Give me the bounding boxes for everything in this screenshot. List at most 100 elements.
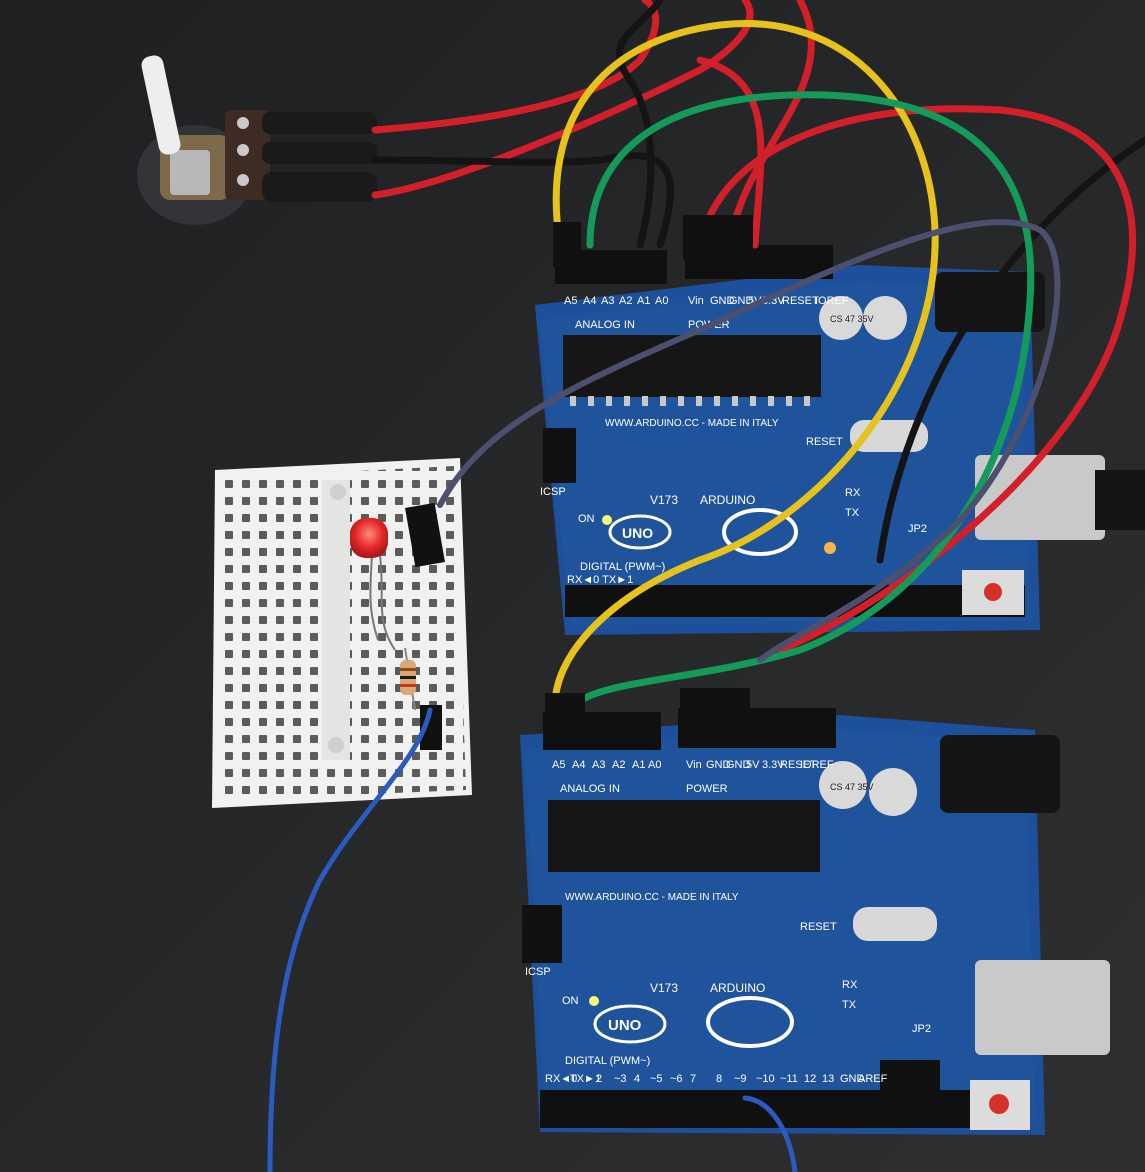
pin-label: GND — [840, 1073, 865, 1085]
usb-port — [975, 960, 1110, 1055]
analog-pin-labels: A5 A4 A3 A2 A1 A0 — [552, 759, 661, 771]
tx-led-label: TX — [842, 999, 857, 1011]
power-jack — [935, 272, 1045, 332]
green-wire — [571, 91, 1035, 709]
resistor — [400, 647, 416, 711]
red-wire — [371, 0, 660, 134]
capacitor — [869, 768, 917, 816]
red-led — [350, 518, 396, 651]
pin-label: 4 — [634, 1073, 640, 1085]
version-text: V173 — [650, 493, 678, 507]
black-wire — [371, 152, 674, 249]
on-led — [589, 996, 599, 1006]
black-wire — [615, 0, 664, 249]
pin-label: AREF — [858, 1073, 888, 1085]
jp2-label: JP2 — [908, 523, 927, 535]
wires — [267, 0, 1145, 1172]
pin-label: A3 — [592, 759, 605, 771]
pin-label: Vin — [688, 295, 704, 307]
red-wire — [696, 105, 1137, 654]
dupont-plug — [683, 215, 753, 260]
pin-label: GND — [726, 759, 751, 771]
pin-label: GND — [729, 295, 754, 307]
mini-breadboard — [212, 458, 472, 808]
pin-label: GND — [706, 759, 731, 771]
digital-pin-labels: RX◄0 TX►1 2 ~3 4 ~5 ~6 7 8 ~9 ~10 ~11 12… — [545, 1073, 888, 1085]
pin-label: IOREF — [815, 295, 849, 307]
rx-led-label: RX — [842, 979, 858, 991]
pin-label: ~10 — [756, 1073, 775, 1085]
maker-text: WWW.ARDUINO.CC - MADE IN ITALY — [605, 418, 779, 429]
pin-label: GND — [710, 295, 735, 307]
uno-logo: UNO — [622, 525, 653, 541]
digital-section-label: DIGITAL (PWM~) — [580, 561, 665, 573]
pin-label: A5 — [552, 759, 565, 771]
pin-label: 3.3V — [762, 759, 785, 771]
red-wire — [696, 56, 765, 249]
tx-led-label: TX — [845, 507, 860, 519]
digital-section-label: DIGITAL (PWM~) — [565, 1055, 650, 1067]
version-text: V173 — [650, 981, 678, 995]
gray-wire — [437, 219, 1061, 663]
black-wire — [876, 136, 1145, 564]
uno-logo: UNO — [608, 1017, 642, 1034]
microcontroller-chip — [548, 800, 820, 872]
on-label: ON — [578, 513, 595, 525]
pin-label: A0 — [648, 759, 661, 771]
jumper-pin-top — [405, 502, 445, 568]
jumper-pin-bottom — [420, 705, 442, 750]
pin-label: TX►1 — [570, 1073, 601, 1085]
pin-label: 7 — [690, 1073, 696, 1085]
pin-label: RESET — [782, 295, 819, 307]
arduino-uno-bottom: CS 47 35V UNO ARDUINO V173 WWW.ARDUINO.C… — [520, 708, 1110, 1135]
brand-text: ARDUINO — [700, 493, 755, 507]
pin-label: A4 — [583, 295, 596, 307]
analog-section-label: ANALOG IN — [575, 319, 635, 331]
pin-label: A4 — [572, 759, 585, 771]
pin-label: 12 — [804, 1073, 816, 1085]
potentiometer — [137, 55, 377, 225]
blue-wire — [742, 1095, 798, 1172]
maker-text: WWW.ARDUINO.CC - MADE IN ITALY — [565, 892, 739, 903]
pin-label: A1 — [637, 295, 650, 307]
icsp-label: ICSP — [540, 486, 566, 498]
crystal — [853, 907, 937, 941]
jp2-label: JP2 — [912, 1023, 931, 1035]
pin-label: Vin — [686, 759, 702, 771]
pin-label: A5 — [564, 295, 577, 307]
capacitor — [819, 296, 863, 340]
jp2-header — [880, 1060, 940, 1100]
icsp-header — [522, 905, 562, 963]
pin-label: ~9 — [734, 1073, 747, 1085]
power-jack — [940, 735, 1060, 813]
red-wire — [371, 0, 754, 199]
dupont-plug — [680, 688, 750, 728]
pin-label: RESET — [780, 759, 817, 771]
capacitor — [863, 296, 907, 340]
pin-label: 2 — [596, 1073, 602, 1085]
pin-label: ~6 — [670, 1073, 683, 1085]
rx-tx-pin-label: RX◄0 TX►1 — [567, 574, 633, 586]
analog-section-label: ANALOG IN — [560, 783, 620, 795]
pin-label: ~3 — [614, 1073, 627, 1085]
pin-label: 13 — [822, 1073, 834, 1085]
pin-label: ~5 — [650, 1073, 663, 1085]
capacitor — [819, 761, 867, 809]
brand-text: ARDUINO — [710, 981, 765, 995]
icsp-label: ICSP — [525, 966, 551, 978]
blue-wire — [267, 707, 433, 1172]
dupont-plug — [545, 693, 585, 731]
pin-label: IOREF — [800, 759, 834, 771]
pin-label: A2 — [619, 295, 632, 307]
power-section-label: POWER — [686, 783, 728, 795]
on-label: ON — [562, 995, 579, 1007]
pin-label: A0 — [655, 295, 668, 307]
pin-label: 5V — [746, 759, 760, 771]
pin-label: RX◄0 — [545, 1073, 577, 1085]
pin-label: 8 — [716, 1073, 722, 1085]
reset-label: RESET — [800, 921, 837, 933]
pin-label: A2 — [612, 759, 625, 771]
rx-led-label: RX — [845, 487, 861, 499]
pin-label: A1 — [632, 759, 645, 771]
